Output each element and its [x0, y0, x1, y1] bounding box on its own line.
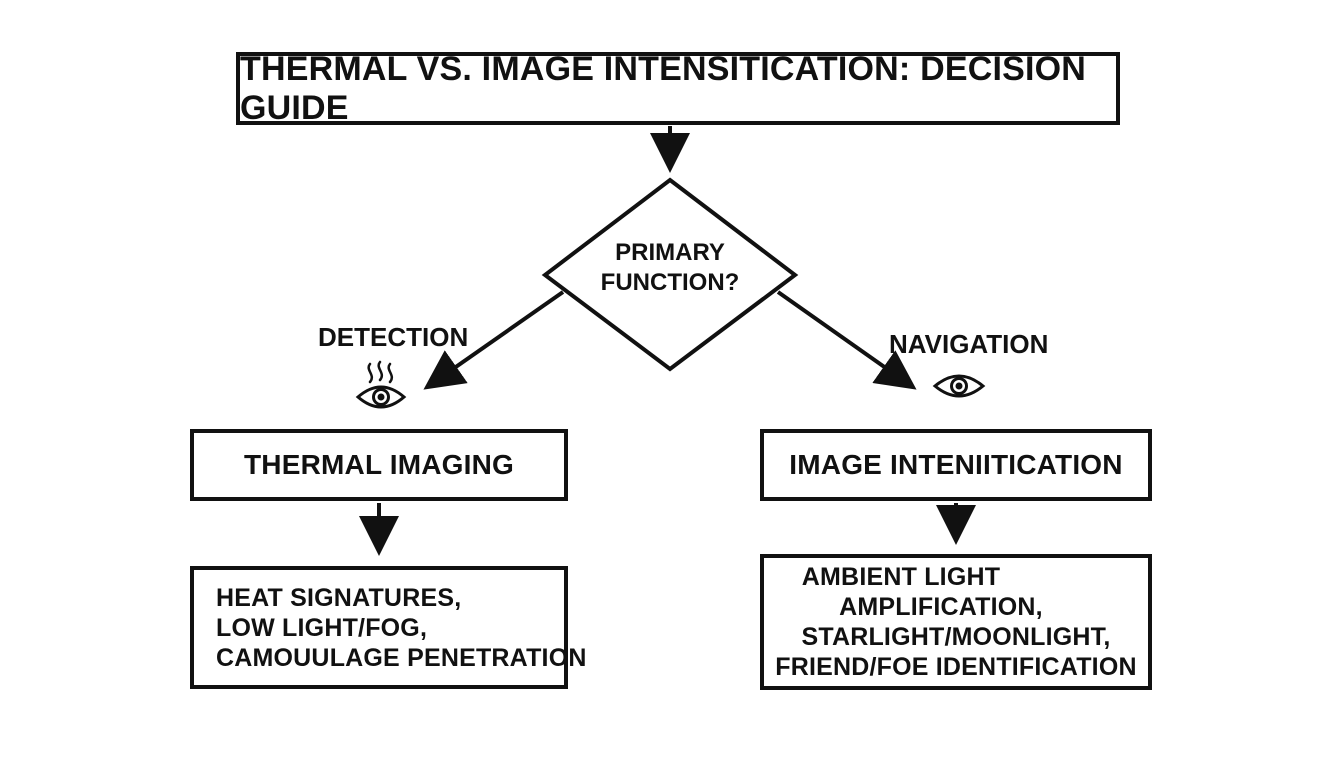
image-intensification-details: AMBIENT LIGHT AMPLIFICATION, STARLIGHT/M…	[760, 554, 1152, 690]
heat-wave-2	[377, 360, 384, 382]
eye-icon	[932, 374, 986, 398]
thermal-details-list: HEAT SIGNATURES, LOW LIGHT/FOG, CAMOUULA…	[216, 583, 587, 673]
arrow-decision-to-right	[776, 290, 917, 390]
thermal-imaging-node: THERMAL IMAGING	[190, 429, 568, 501]
image-intensification-details-list: AMBIENT LIGHT AMPLIFICATION, STARLIGHT/M…	[775, 562, 1136, 682]
heat-wave-1	[367, 362, 374, 384]
eye-pupil	[377, 393, 385, 401]
decision-diamond	[541, 177, 799, 372]
image-intensification-detail-4: FRIEND/FOE IDENTIFICATION	[775, 653, 1137, 681]
decision-label-line-1: PRIMARY	[615, 239, 725, 266]
eye-pupil	[955, 382, 963, 390]
diagram-title: THERMAL VS. IMAGE INTENSITICATION: DECIS…	[236, 50, 1120, 127]
image-intensification-node: IMAGE INTENIITICATION	[760, 429, 1152, 501]
thermal-imaging-details: HEAT SIGNATURES, LOW LIGHT/FOG, CAMOUULA…	[190, 566, 586, 689]
decision-label: PRIMARY FUNCTION?	[560, 238, 780, 298]
branch-label-navigation: NAVIGATION	[889, 329, 1049, 359]
image-intensification-detail-3: STARLIGHT/MOONLIGHT,	[801, 623, 1111, 651]
image-intensification-detail-1: AMBIENT LIGHT	[801, 563, 1001, 591]
thermal-detail-1: HEAT SIGNATURES,	[216, 583, 462, 612]
heat-eye-icon	[355, 360, 407, 409]
branch-label-detection: DETECTION	[318, 322, 469, 352]
heat-wave-3	[387, 362, 394, 384]
thermal-detail-2: LOW LIGHT/FOG,	[216, 613, 428, 642]
decision-label-line-2: FUNCTION?	[600, 269, 740, 296]
thermal-detail-3: CAMOUULAGE PENETRATION	[216, 643, 587, 672]
arrow-decision-to-left	[423, 290, 565, 390]
image-intensification-detail-2: AMPLIFICATION,	[839, 593, 1043, 621]
